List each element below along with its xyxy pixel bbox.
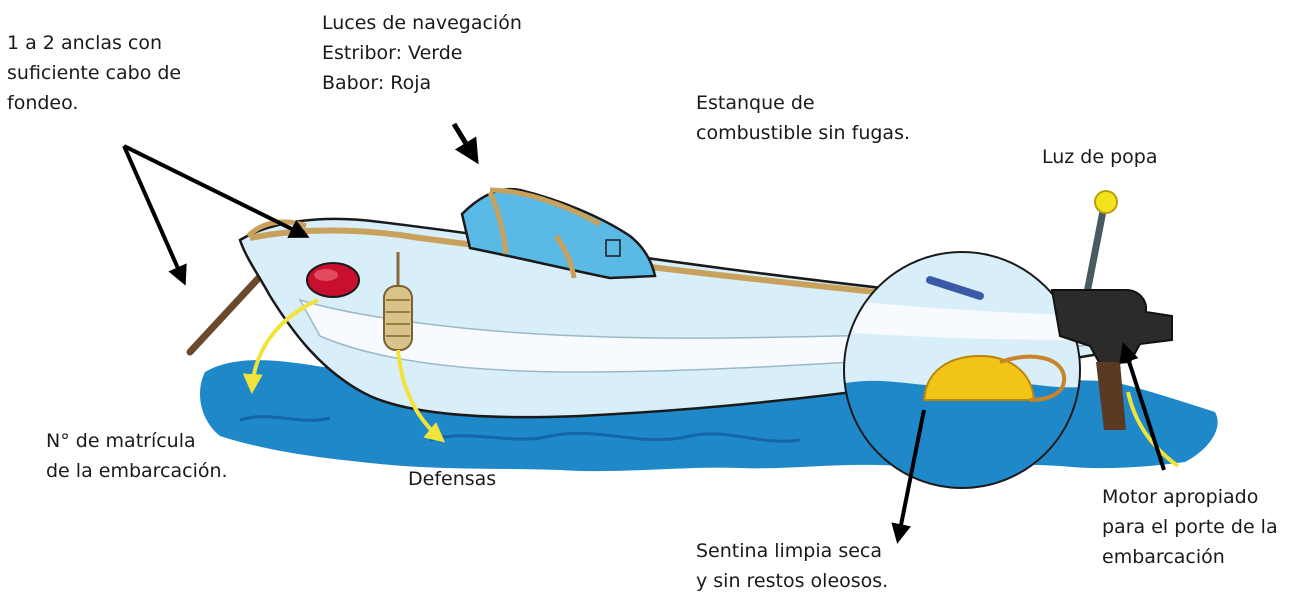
stern-light-lamp — [1094, 190, 1118, 214]
detail-circle — [843, 251, 1081, 489]
motor-label: Motor apropiado para el porte de la emba… — [1102, 486, 1278, 568]
motor-leader — [1126, 391, 1180, 468]
fender — [383, 285, 413, 351]
fenders-label: Defensas — [408, 468, 497, 490]
stern-light-label: Luz de popa — [1042, 146, 1158, 168]
registration-plate-highlight — [314, 269, 338, 281]
sea-wave — [429, 431, 801, 443]
bilge-label: Sentina limpia seca y sin restos oleosos… — [696, 540, 889, 592]
stern-light-mast — [1082, 202, 1108, 302]
anchor-arrow-1 — [122, 145, 187, 286]
motor-arrow — [1119, 342, 1166, 471]
registration-plate — [306, 262, 360, 298]
bilge-tank — [922, 354, 1036, 401]
fender-leader — [396, 349, 446, 443]
registration-leader — [242, 298, 319, 394]
bilge-arrow — [891, 409, 926, 544]
windshield-frame — [487, 187, 602, 279]
fuel-hose — [999, 354, 1067, 402]
bilge-detail — [844, 252, 1080, 488]
fender-rings — [386, 299, 410, 337]
fuel-tank-label: Estanque de combustible sin fugas. — [696, 92, 911, 144]
cabin-post — [605, 239, 621, 257]
anchors-label: 1 a 2 anclas con suficiente cabo de fond… — [7, 32, 182, 114]
motor-shaft — [1096, 362, 1126, 430]
nav-lights-arrow — [451, 122, 479, 165]
nav-lights-label: Luces de navegación Estribor: Verde Babo… — [322, 12, 522, 94]
registration-label: N° de matrícula de la embarcación. — [46, 430, 228, 482]
anchor-arrow-2 — [123, 144, 310, 238]
sea-wave — [239, 415, 331, 422]
oar — [926, 276, 984, 300]
